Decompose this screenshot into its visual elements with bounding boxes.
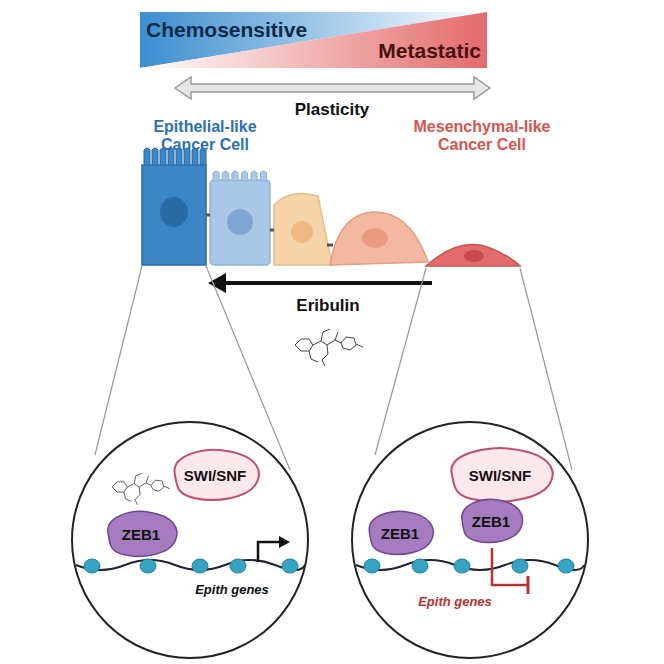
detail	[144, 148, 150, 165]
zoom-circle	[72, 422, 308, 658]
nucleosome	[282, 559, 298, 573]
zoom-circle	[352, 422, 588, 658]
complex-blob: SWI/SNF	[440, 444, 560, 506]
inhibition-line	[492, 548, 528, 585]
nucleosome	[230, 559, 246, 573]
nucleosomes	[84, 559, 574, 573]
arrowhead	[279, 536, 290, 548]
chemical-structure	[295, 329, 363, 366]
node-text: Chemosensitive	[146, 18, 307, 42]
cell-row	[142, 148, 520, 266]
protein-blob: ZEB1	[100, 508, 182, 560]
dna-strand	[76, 560, 305, 570]
detail	[232, 171, 238, 181]
node-text: SWI/SNF	[469, 467, 532, 484]
node-text: SWI/SNF	[184, 467, 247, 484]
protein-blob: ZEB1	[455, 496, 527, 546]
nucleosome	[364, 559, 380, 573]
nucleosome	[454, 559, 470, 573]
double-arrow	[175, 77, 490, 99]
activation-arrow	[258, 542, 280, 562]
detail	[251, 171, 257, 181]
arrow-line	[222, 281, 432, 285]
detail	[261, 171, 267, 181]
nucleosome	[84, 559, 100, 573]
detail	[152, 148, 158, 165]
node-text: ZEB1	[381, 525, 419, 542]
nucleosome	[412, 559, 428, 573]
node-text: ZEB1	[472, 513, 510, 530]
cell-label: Epithelial-like Cancer Cell	[130, 118, 280, 155]
nucleosome	[512, 559, 528, 573]
complex-blob: SWI/SNF	[165, 446, 265, 504]
gradient-wedge: Metastatic	[140, 12, 487, 68]
detail	[242, 171, 248, 181]
nucleosome	[140, 559, 156, 573]
gene-label: Epith genes	[400, 595, 510, 610]
nucleosome	[192, 559, 208, 573]
node-text: ZEB1	[122, 526, 160, 543]
inhibition-bar	[527, 576, 530, 594]
protein-blob: ZEB1	[362, 508, 438, 558]
cell-label: Mesenchymal-like Cancer Cell	[402, 118, 562, 155]
drug-label: Eribulin	[268, 296, 388, 316]
detail	[223, 171, 229, 181]
chemical-structure	[112, 473, 170, 504]
node-text: Metastatic	[378, 39, 481, 63]
axis-label: Plasticity	[262, 100, 402, 120]
nucleosome	[558, 559, 574, 573]
gene-label: Epith genes	[177, 583, 287, 598]
detail	[213, 171, 219, 181]
